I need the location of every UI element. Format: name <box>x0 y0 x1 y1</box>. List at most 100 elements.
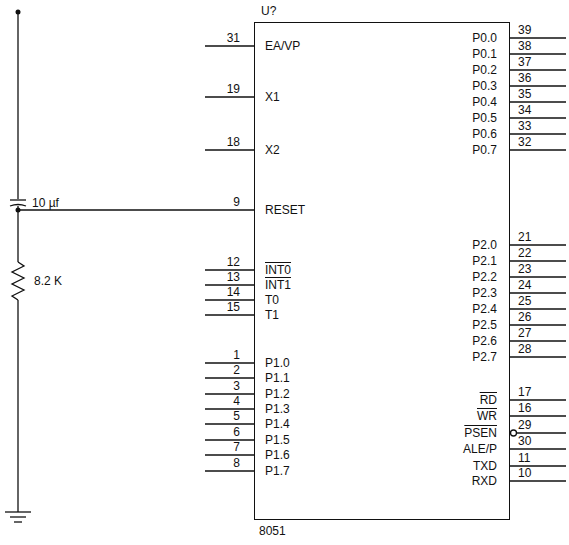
pin-wire <box>510 101 566 102</box>
pin-name: P2.6 <box>472 334 497 348</box>
pin-number: 34 <box>518 103 531 117</box>
ic-package: U?EA/VPX1X2RESETINT0INT1T0T1P1.0P1.1P1.2… <box>254 22 510 520</box>
pin-name: INT1 <box>265 278 291 292</box>
pin-name: P1.4 <box>265 417 290 431</box>
pin-wire <box>205 149 254 150</box>
pin-name: P2.3 <box>472 286 497 300</box>
pin-name: P2.1 <box>472 254 497 268</box>
junction-dot <box>16 10 21 15</box>
pin-number: 7 <box>233 440 240 454</box>
pin-name: P1.1 <box>265 371 290 385</box>
pin-number: 14 <box>227 285 240 299</box>
pin-wire <box>205 393 254 394</box>
pin-name: P2.7 <box>472 350 497 364</box>
pin-name: TXD <box>473 459 497 473</box>
pin-name: X1 <box>265 90 280 104</box>
pin-wire <box>205 470 254 471</box>
pin-number: 29 <box>518 418 531 432</box>
pin-name: P2.4 <box>472 302 497 316</box>
pin-number: 38 <box>518 39 531 53</box>
resistor-symbol <box>12 262 24 300</box>
pin-wire <box>205 408 254 409</box>
pin-name: RD <box>480 393 497 407</box>
pin-name: P0.5 <box>472 111 497 125</box>
pin-name: P1.5 <box>265 433 290 447</box>
pin-number: 26 <box>518 310 531 324</box>
pin-name: PSEN <box>464 426 497 440</box>
pin-wire <box>205 45 254 46</box>
pin-name: EA/VP <box>265 39 300 53</box>
inversion-bubble <box>511 430 517 436</box>
pin-wire <box>205 439 254 440</box>
pin-number: 15 <box>227 300 240 314</box>
pin-wire <box>510 340 566 341</box>
pin-number: 22 <box>518 246 531 260</box>
pin-number: 33 <box>518 119 531 133</box>
pin-name: P1.2 <box>265 387 290 401</box>
pin-wire <box>510 117 566 118</box>
pin-wire <box>205 362 254 363</box>
pin-wire <box>205 454 254 455</box>
pin-wire <box>205 314 254 315</box>
pin-number: 4 <box>233 394 240 408</box>
pin-number: 36 <box>518 71 531 85</box>
pin-wire <box>510 133 566 134</box>
pin-number: 21 <box>518 230 531 244</box>
pin-name: P0.0 <box>472 31 497 45</box>
junction-dot <box>16 208 21 213</box>
pin-name: WR <box>477 409 497 423</box>
pin-number: 5 <box>233 409 240 423</box>
pin-wire <box>510 276 566 277</box>
pin-wire <box>510 260 566 261</box>
pin-number: 3 <box>233 379 240 393</box>
pin-name: P0.1 <box>472 47 497 61</box>
pin-wire <box>510 415 566 416</box>
pin-name: P1.3 <box>265 402 290 416</box>
pin-number: 30 <box>518 434 531 448</box>
pin-name: P1.7 <box>265 464 290 478</box>
pin-wire <box>510 85 566 86</box>
reset-wire <box>17 12 18 199</box>
pin-number: 37 <box>518 55 531 69</box>
pin-number: 32 <box>518 135 531 149</box>
pin-number: 10 <box>518 466 531 480</box>
pin-name: P2.2 <box>472 270 497 284</box>
ground-symbol <box>10 516 26 517</box>
pin-name: P0.2 <box>472 63 497 77</box>
pin-number: 13 <box>227 270 240 284</box>
pin-number: 25 <box>518 294 531 308</box>
pin-number: 28 <box>518 342 531 356</box>
pin-wire <box>510 292 566 293</box>
pin-wire <box>510 308 566 309</box>
pin-wire <box>510 53 566 54</box>
pin-number: 39 <box>518 23 531 37</box>
ground-symbol <box>5 511 31 512</box>
resistor-value: 8.2 K <box>34 274 62 288</box>
pin-wire <box>205 377 254 378</box>
pin-number: 12 <box>227 255 240 269</box>
pin-name: T1 <box>265 308 279 322</box>
pin-number: 2 <box>233 363 240 377</box>
pin-wire <box>517 432 566 433</box>
pin-name: ALE/P <box>463 442 497 456</box>
pin-wire <box>510 356 566 357</box>
pin-name: P0.6 <box>472 127 497 141</box>
pin-number: 6 <box>233 425 240 439</box>
pin-number: 17 <box>518 385 531 399</box>
pin-wire <box>205 96 254 97</box>
pin-number: 23 <box>518 262 531 276</box>
pin-name: P0.7 <box>472 143 497 157</box>
reset-wire <box>17 300 18 512</box>
pin-number: 18 <box>227 135 240 149</box>
pin-wire <box>510 480 566 481</box>
pin-number: 19 <box>227 82 240 96</box>
pin-name: T0 <box>265 293 279 307</box>
pin-number: 11 <box>518 451 530 465</box>
pin-number: 24 <box>518 278 531 292</box>
ground-symbol <box>14 521 22 522</box>
pin-wire <box>510 69 566 70</box>
pin-number: 16 <box>518 401 531 415</box>
pin-wire <box>205 423 254 424</box>
pin-number: 31 <box>227 31 240 45</box>
pin-number: 8 <box>233 456 240 470</box>
